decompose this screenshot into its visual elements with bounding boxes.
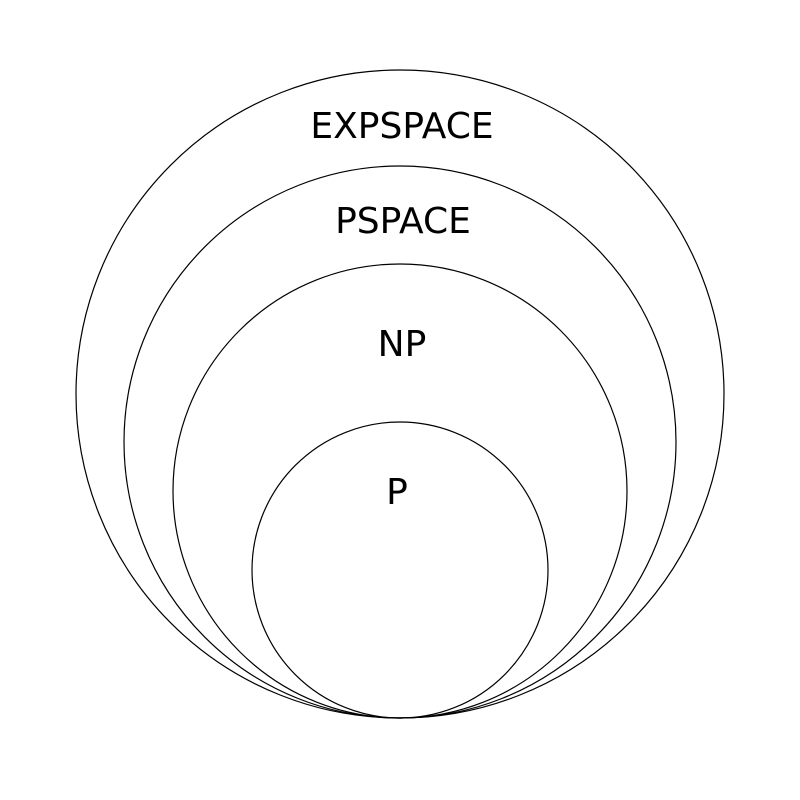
pspace-circle (123, 165, 677, 719)
set-expspace: EXPSPACE (75, 69, 725, 719)
set-p: P (251, 421, 549, 719)
p-label: P (386, 472, 408, 513)
expspace-label: EXPSPACE (310, 106, 493, 147)
np-label: NP (378, 324, 427, 365)
set-pspace: PSPACE (123, 165, 677, 719)
expspace-circle (75, 69, 725, 719)
pspace-label: PSPACE (335, 201, 471, 242)
p-circle (251, 421, 549, 719)
